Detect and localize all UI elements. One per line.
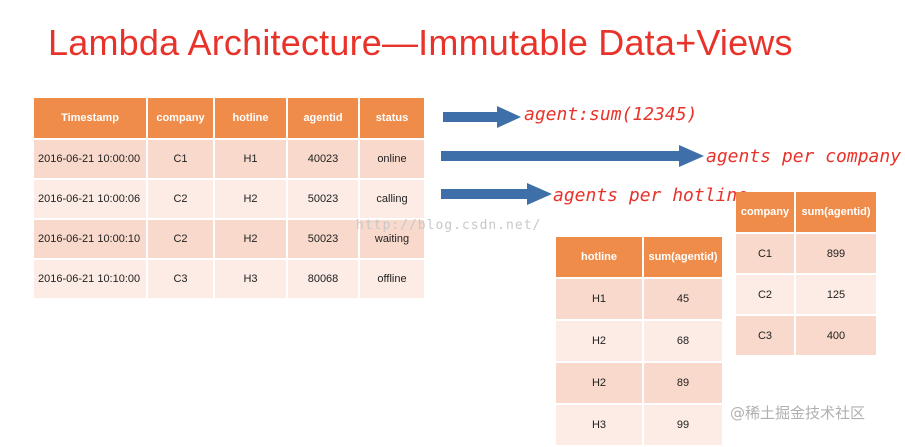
arrow-to-sum [443,106,521,128]
company-sum-table: company sum(agentid) C1 899 C2 125 C3 40… [734,190,878,357]
cell-sum: 400 [796,316,876,355]
cell-hotline: H2 [215,220,286,258]
column-header-company: company [736,192,794,232]
cell-timestamp: 2016-06-21 10:00:06 [34,180,146,218]
table-row: 2016-06-21 10:10:00 C3 H3 80068 offline [34,260,424,298]
column-header-company: company [148,98,213,138]
cell-agentid: 50023 [288,180,358,218]
page-title: Lambda Architecture—Immutable Data+Views [48,22,793,63]
cell-hotline: H3 [556,405,642,445]
cell-sum: 899 [796,234,876,273]
table-header-row: Timestamp company hotline agentid status [34,98,424,138]
cell-company: C2 [148,180,213,218]
cell-status: calling [360,180,424,218]
cell-hotline: H2 [215,180,286,218]
cell-sum: 125 [796,275,876,314]
column-header-status: status [360,98,424,138]
column-header-sum-agentid: sum(agentid) [644,237,722,277]
annotation-sum: agent:sum(12345) [524,104,698,125]
table-row: C1 899 [736,234,876,273]
table-row: 2016-06-21 10:00:10 C2 H2 50023 waiting [34,220,424,258]
column-header-hotline: hotline [556,237,642,277]
table-header-row: company sum(agentid) [736,192,876,232]
cell-sum: 68 [644,321,722,361]
cell-company: C3 [736,316,794,355]
table-row: H2 68 [556,321,722,361]
cell-company: C1 [736,234,794,273]
cell-sum: 89 [644,363,722,403]
cell-agentid: 50023 [288,220,358,258]
cell-timestamp: 2016-06-21 10:00:10 [34,220,146,258]
cell-company: C3 [148,260,213,298]
cell-sum: 99 [644,405,722,445]
arrows-layer [441,106,704,205]
table-header-row: hotline sum(agentid) [556,237,722,277]
cell-agentid: 40023 [288,140,358,178]
cell-hotline: H2 [556,363,642,403]
cell-timestamp: 2016-06-21 10:10:00 [34,260,146,298]
table-row: C3 400 [736,316,876,355]
hotline-sum-table: hotline sum(agentid) H1 45 H2 68 H2 89 H… [554,235,724,447]
annotation-per-company: agents per company [706,146,902,167]
annotation-per-hotline: agents per hotline [553,185,749,206]
cell-agentid: 80068 [288,260,358,298]
cell-company: C2 [148,220,213,258]
table-row: H3 99 [556,405,722,445]
table-row: H1 45 [556,279,722,319]
cell-timestamp: 2016-06-21 10:00:00 [34,140,146,178]
cell-status: offline [360,260,424,298]
watermark-source: @稀土掘金技术社区 [730,404,866,422]
cell-hotline: H2 [556,321,642,361]
cell-status: online [360,140,424,178]
column-header-timestamp: Timestamp [34,98,146,138]
arrow-to-per-hotline [441,183,552,205]
column-header-sum-agentid: sum(agentid) [796,192,876,232]
arrow-to-per-company [441,145,704,167]
table-row: 2016-06-21 10:00:00 C1 H1 40023 online [34,140,424,178]
cell-sum: 45 [644,279,722,319]
cell-hotline: H3 [215,260,286,298]
events-table: Timestamp company hotline agentid status… [32,96,426,300]
table-row: C2 125 [736,275,876,314]
table-row: H2 89 [556,363,722,403]
cell-status: waiting [360,220,424,258]
column-header-hotline: hotline [215,98,286,138]
watermark: http://blog.csdn.net/ [356,218,542,233]
column-header-agentid: agentid [288,98,358,138]
cell-company: C2 [736,275,794,314]
cell-hotline: H1 [215,140,286,178]
cell-company: C1 [148,140,213,178]
cell-hotline: H1 [556,279,642,319]
table-row: 2016-06-21 10:00:06 C2 H2 50023 calling [34,180,424,218]
